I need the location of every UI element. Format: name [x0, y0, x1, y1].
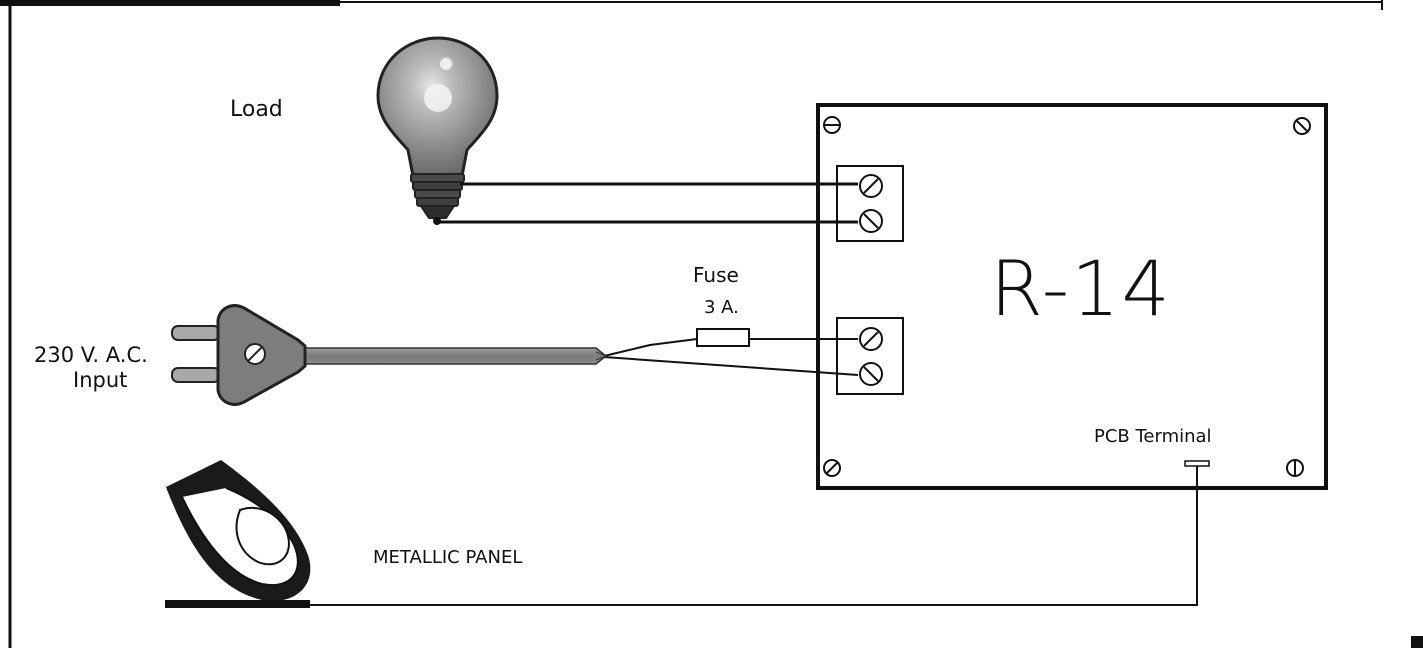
finger-icon: [166, 460, 311, 602]
metallic-panel: [165, 600, 310, 608]
screw-icon: [1286, 459, 1304, 477]
board-title: R-14: [990, 244, 1172, 333]
light-bulb-icon: [376, 36, 499, 225]
r14-board: [816, 103, 1328, 490]
fuse-icon: [696, 328, 750, 347]
input-wires: [603, 338, 859, 376]
screw-icon: [823, 459, 841, 477]
screw-icon: [859, 174, 883, 198]
screw-icon: [859, 327, 883, 351]
input-terminal-block: [836, 317, 904, 395]
metallic-panel-label: METALLIC PANEL: [373, 547, 522, 568]
panel-wire: [309, 466, 1198, 606]
screw-icon: [859, 362, 883, 386]
power-cable: [299, 347, 608, 365]
load-terminal-block: [836, 165, 904, 242]
input-label-line2: Input: [73, 368, 127, 392]
load-wires: [440, 182, 858, 224]
screw-icon: [1293, 117, 1311, 135]
load-label: Load: [230, 97, 283, 122]
pcb-terminal-pad: [1184, 460, 1210, 467]
fuse-rating-label: 3 A.: [704, 297, 739, 318]
fuse-label: Fuse: [693, 263, 739, 287]
input-label-line1: 230 V. A.C.: [34, 343, 148, 367]
plug-icon: [171, 304, 307, 406]
screw-icon: [823, 116, 841, 134]
screw-icon: [859, 209, 883, 233]
pcb-terminal-label: PCB Terminal: [1094, 426, 1212, 447]
